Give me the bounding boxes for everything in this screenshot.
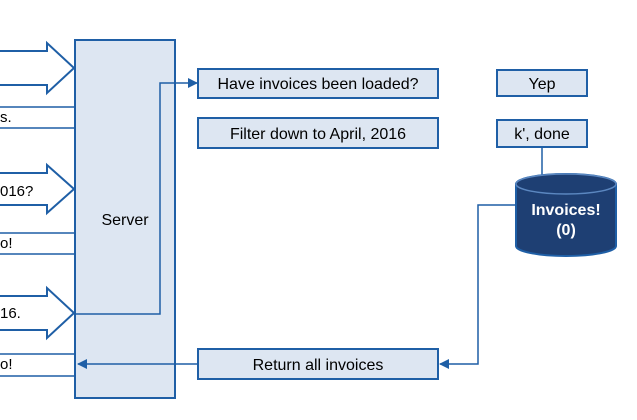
yep-box — [496, 69, 588, 97]
connector-server-to-query — [75, 78, 198, 315]
left-text-row2: 016? — [0, 183, 33, 200]
server-block — [74, 39, 176, 399]
left-text-row4: 16. — [0, 305, 21, 322]
filter-box — [197, 117, 439, 149]
database-label-line1: Invoices! — [531, 202, 600, 219]
database-label-line2: (0) — [556, 222, 576, 239]
left-message-lines — [0, 106, 75, 377]
server-label: Server — [101, 212, 149, 229]
return-invoices-box — [197, 348, 439, 380]
k-done-box — [496, 119, 588, 148]
invoices-database — [515, 173, 617, 257]
left-text-row1: s. — [0, 109, 12, 126]
have-invoices-label: Have invoices been loaded? — [217, 76, 418, 93]
yep-label: Yep — [529, 76, 556, 93]
have-invoices-box — [197, 68, 439, 99]
return-invoices-label: Return all invoices — [253, 357, 384, 374]
left-text-row5: o! — [0, 356, 13, 373]
k-done-label: k', done — [514, 126, 570, 143]
left-text-row3: o! — [0, 235, 13, 252]
block-arrow-top — [0, 40, 76, 96]
connector-db-to-return — [439, 204, 516, 369]
filter-label: Filter down to April, 2016 — [230, 126, 406, 143]
